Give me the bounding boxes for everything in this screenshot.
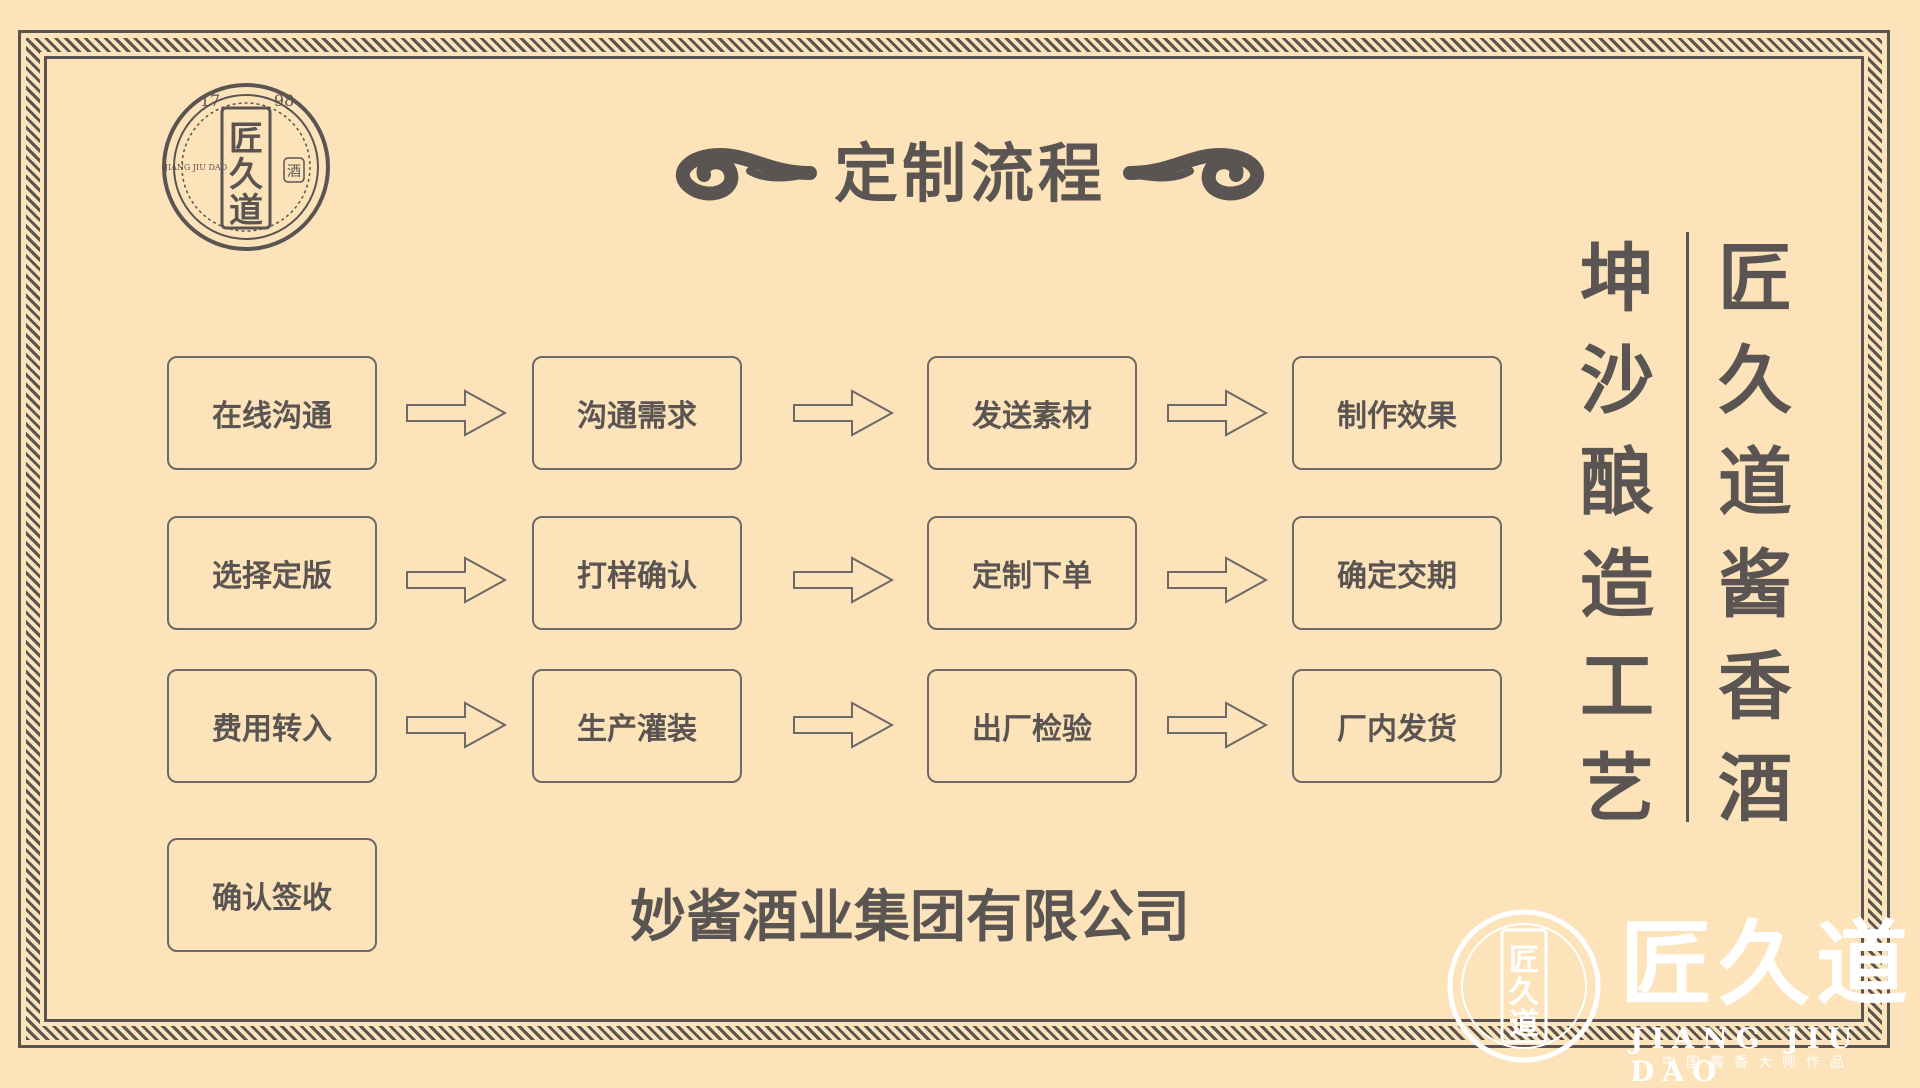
vertical-slogan-right: 匠久道酱香酒 <box>1718 236 1792 832</box>
seal-char-1: 匠 <box>229 119 263 159</box>
arrow-right-icon <box>1167 701 1269 749</box>
seal-char-2: 久 <box>229 155 263 195</box>
step-box-10: 生产灌装 <box>532 669 742 783</box>
svg-text:久: 久 <box>1509 975 1539 1010</box>
frame-inner <box>44 56 1864 1022</box>
seal-side-char: 酒 <box>287 164 301 180</box>
vertical-divider <box>1686 232 1689 822</box>
svg-text:匠: 匠 <box>1509 943 1539 978</box>
seal-year-left: 17 <box>200 91 220 110</box>
step-box-13: 确认签收 <box>167 838 377 952</box>
step-box-8: 确定交期 <box>1292 516 1502 630</box>
cloud-scroll-left-icon <box>676 147 817 201</box>
watermark-seal-logo: 匠 久 道 <box>1447 909 1601 1063</box>
step-box-3: 发送素材 <box>927 356 1137 470</box>
step-box-11: 出厂检验 <box>927 669 1137 783</box>
arrow-right-icon <box>406 389 508 437</box>
watermark-subtitle: 中国酱香大师作品 <box>1662 1055 1854 1071</box>
step-box-9: 费用转入 <box>167 669 377 783</box>
title-block: 定制流程 <box>660 115 1280 215</box>
seal-year-right: 98 <box>274 91 294 110</box>
step-box-5: 选择定版 <box>167 516 377 630</box>
seal-char-3: 道 <box>229 191 263 231</box>
step-box-1: 在线沟通 <box>167 356 377 470</box>
company-name: 妙酱酒业集团有限公司 <box>630 884 1190 950</box>
arrow-right-icon <box>1167 556 1269 604</box>
frame-pattern <box>26 38 1882 1040</box>
step-box-2: 沟通需求 <box>532 356 742 470</box>
cloud-scroll-right-icon <box>1123 147 1264 201</box>
brand-seal-logo: 匠 久 道 17 98 JIANG JIU DAO 酒 <box>162 83 330 251</box>
arrow-right-icon <box>1167 389 1269 437</box>
page-title: 定制流程 <box>834 138 1106 212</box>
arrow-right-icon <box>406 556 508 604</box>
arrow-right-icon <box>793 389 895 437</box>
arrow-right-icon <box>793 556 895 604</box>
watermark-brand: 匠久道 <box>1620 910 1915 1018</box>
step-box-7: 定制下单 <box>927 516 1137 630</box>
seal-en: JIANG JIU DAO <box>164 163 228 172</box>
step-box-4: 制作效果 <box>1292 356 1502 470</box>
arrow-right-icon <box>406 701 508 749</box>
step-box-6: 打样确认 <box>532 516 742 630</box>
vertical-slogan-left: 坤沙酿造工艺 <box>1580 236 1654 832</box>
arrow-right-icon <box>793 701 895 749</box>
frame-outer <box>18 30 1890 1048</box>
step-box-12: 厂内发货 <box>1292 669 1502 783</box>
svg-text:道: 道 <box>1509 1007 1539 1042</box>
